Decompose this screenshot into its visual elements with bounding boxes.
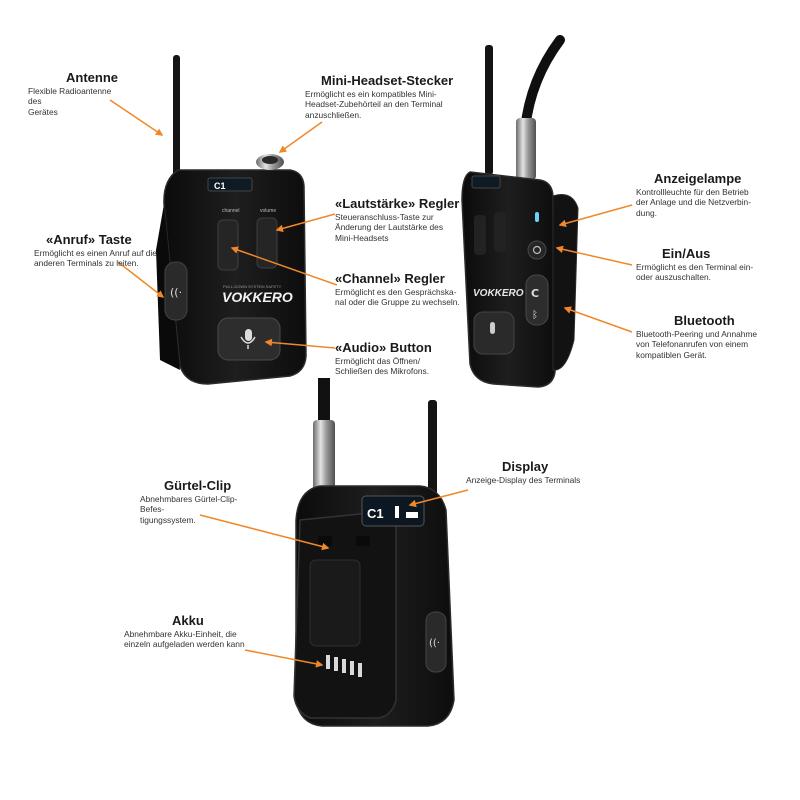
bluetooth-icon: ᛒ (532, 310, 538, 321)
display-channel-text: C1 (214, 181, 226, 191)
callout-desc: Abnehmbares Gürtel-Clip-Befes- tigungssy… (140, 494, 238, 525)
callout-title: «Lautstärke» Regler (335, 196, 460, 211)
antenna (173, 55, 180, 195)
brand-logo: VOKKERO (222, 289, 293, 305)
callout-mini-headset: Mini-Headset-Stecker Ermöglicht es ein k… (305, 73, 465, 120)
brand-logo: VOKKERO (473, 288, 524, 299)
callout-title: «Audio» Button (335, 340, 432, 355)
call-button-icon: ((· (429, 638, 440, 649)
callout-title: Display (502, 459, 549, 474)
callout-einaus: Ein/Aus Ermöglicht es den Terminal ein- … (636, 246, 766, 283)
callout-title: Gürtel-Clip (164, 478, 232, 493)
callout-title: Antenne (66, 70, 118, 85)
callout-antenne: Antenne Flexible Radioantenne des Geräte… (22, 70, 118, 117)
callout-title: «Channel» Regler (335, 271, 445, 286)
volume-rocker[interactable] (256, 217, 278, 269)
headset-cable (520, 35, 565, 135)
callout-bluetooth: Bluetooth Bluetooth-Peering und Annahme … (636, 313, 766, 360)
arrow-display (408, 489, 469, 508)
arrow-einaus (555, 245, 633, 266)
device-back-view: C1 ((· (293, 378, 455, 727)
display-channel-text: C1 (367, 506, 384, 521)
callout-akku: Akku Abnehmbare Akku-Einheit, die einzel… (124, 613, 254, 650)
top-display (207, 177, 253, 192)
callout-desc: Ermöglicht das Öffnen/ Schließen des Mik… (335, 356, 430, 377)
microphone-icon (240, 329, 256, 349)
arrow-anruf (117, 261, 165, 298)
callout-arrows (109, 99, 633, 668)
device-tagline: PULL-DOWN SYSTEM SAFETY (223, 284, 282, 289)
callout-anzeigelampe: Anzeigelampe Kontrollleuchte für den Bet… (636, 171, 766, 218)
channel-label: channel (222, 208, 240, 214)
callout-desc: Ermöglicht es ein kompatibles Mini- Head… (305, 89, 443, 120)
belt-clip-slot (309, 559, 361, 647)
callout-guertel: Gürtel-Clip Abnehmbares Gürtel-Clip-Befe… (140, 478, 260, 525)
callout-desc: Ermöglicht es den Terminal ein- oder aus… (636, 262, 754, 283)
arrow-anzeigelampe (558, 204, 633, 228)
callout-desc: Flexible Radioantenne des Gerätes (28, 86, 112, 117)
callout-desc: Ermöglicht es den Gesprächska- nal oder … (335, 287, 460, 308)
volume-label: volume (260, 208, 276, 214)
channel-rocker[interactable] (217, 219, 239, 271)
callout-desc: Ermöglicht es einen Anruf auf die andere… (34, 248, 157, 269)
arrow-mini-headset (278, 121, 323, 153)
phone-icon: C (531, 287, 539, 300)
call-button[interactable] (164, 261, 188, 321)
device-front-view: C1 channel volume PULL-DOWN SYSTEM SAFET… (156, 55, 307, 385)
arrow-lautstaerke (275, 213, 336, 233)
callout-display: Display Anzeige-Display des Terminals (466, 459, 606, 485)
callout-title: Bluetooth (674, 313, 735, 328)
callout-title: Anzeigelampe (654, 171, 742, 186)
callout-lautstaerke: «Lautstärke» Regler Steueranschluss-Tast… (335, 196, 475, 243)
bluetooth-button[interactable] (525, 274, 549, 326)
callout-desc: Bluetooth-Peering und Annahme von Telefo… (636, 329, 758, 360)
status-lamp (535, 212, 539, 222)
arrow-bluetooth (563, 306, 633, 333)
belt-clip-rear (552, 194, 579, 371)
cable-connector (516, 118, 536, 180)
power-button[interactable] (527, 240, 547, 260)
callout-title: «Anruf» Taste (46, 232, 132, 247)
top-display (471, 175, 501, 189)
callout-title: Ein/Aus (662, 246, 711, 261)
arrow-guertel (199, 514, 330, 551)
cable-connector (313, 420, 335, 490)
callout-anruf: «Anruf» Taste Ermöglicht es einen Anruf … (34, 232, 164, 269)
back-display (361, 495, 425, 527)
antenna (485, 45, 493, 175)
device-side-view: C ᛒ VOKKERO (461, 35, 579, 388)
callout-desc: Kontrollleuchte für den Betrieb der Anla… (636, 187, 751, 218)
call-button[interactable] (425, 611, 447, 673)
battery-contacts (326, 655, 362, 677)
callout-title: Mini-Headset-Stecker (321, 73, 454, 88)
power-icon (532, 245, 542, 255)
callout-desc: Abnehmbare Akku-Einheit, die einzeln auf… (124, 629, 245, 650)
headset-cable (318, 378, 330, 428)
arrow-antenne (109, 99, 164, 136)
call-button-icon: ((· (170, 286, 182, 299)
callout-desc: Anzeige-Display des Terminals (466, 475, 581, 485)
arrow-channel (230, 246, 338, 286)
callout-audio: «Audio» Button Ermöglicht das Öffnen/ Sc… (335, 340, 465, 377)
callout-title: Akku (172, 613, 204, 628)
callout-channel: «Channel» Regler Ermöglicht es den Gespr… (335, 271, 475, 308)
callout-desc: Steueranschluss-Taste zur Änderung der L… (335, 212, 444, 243)
arrow-audio (264, 338, 336, 349)
arrow-akku (244, 649, 324, 668)
